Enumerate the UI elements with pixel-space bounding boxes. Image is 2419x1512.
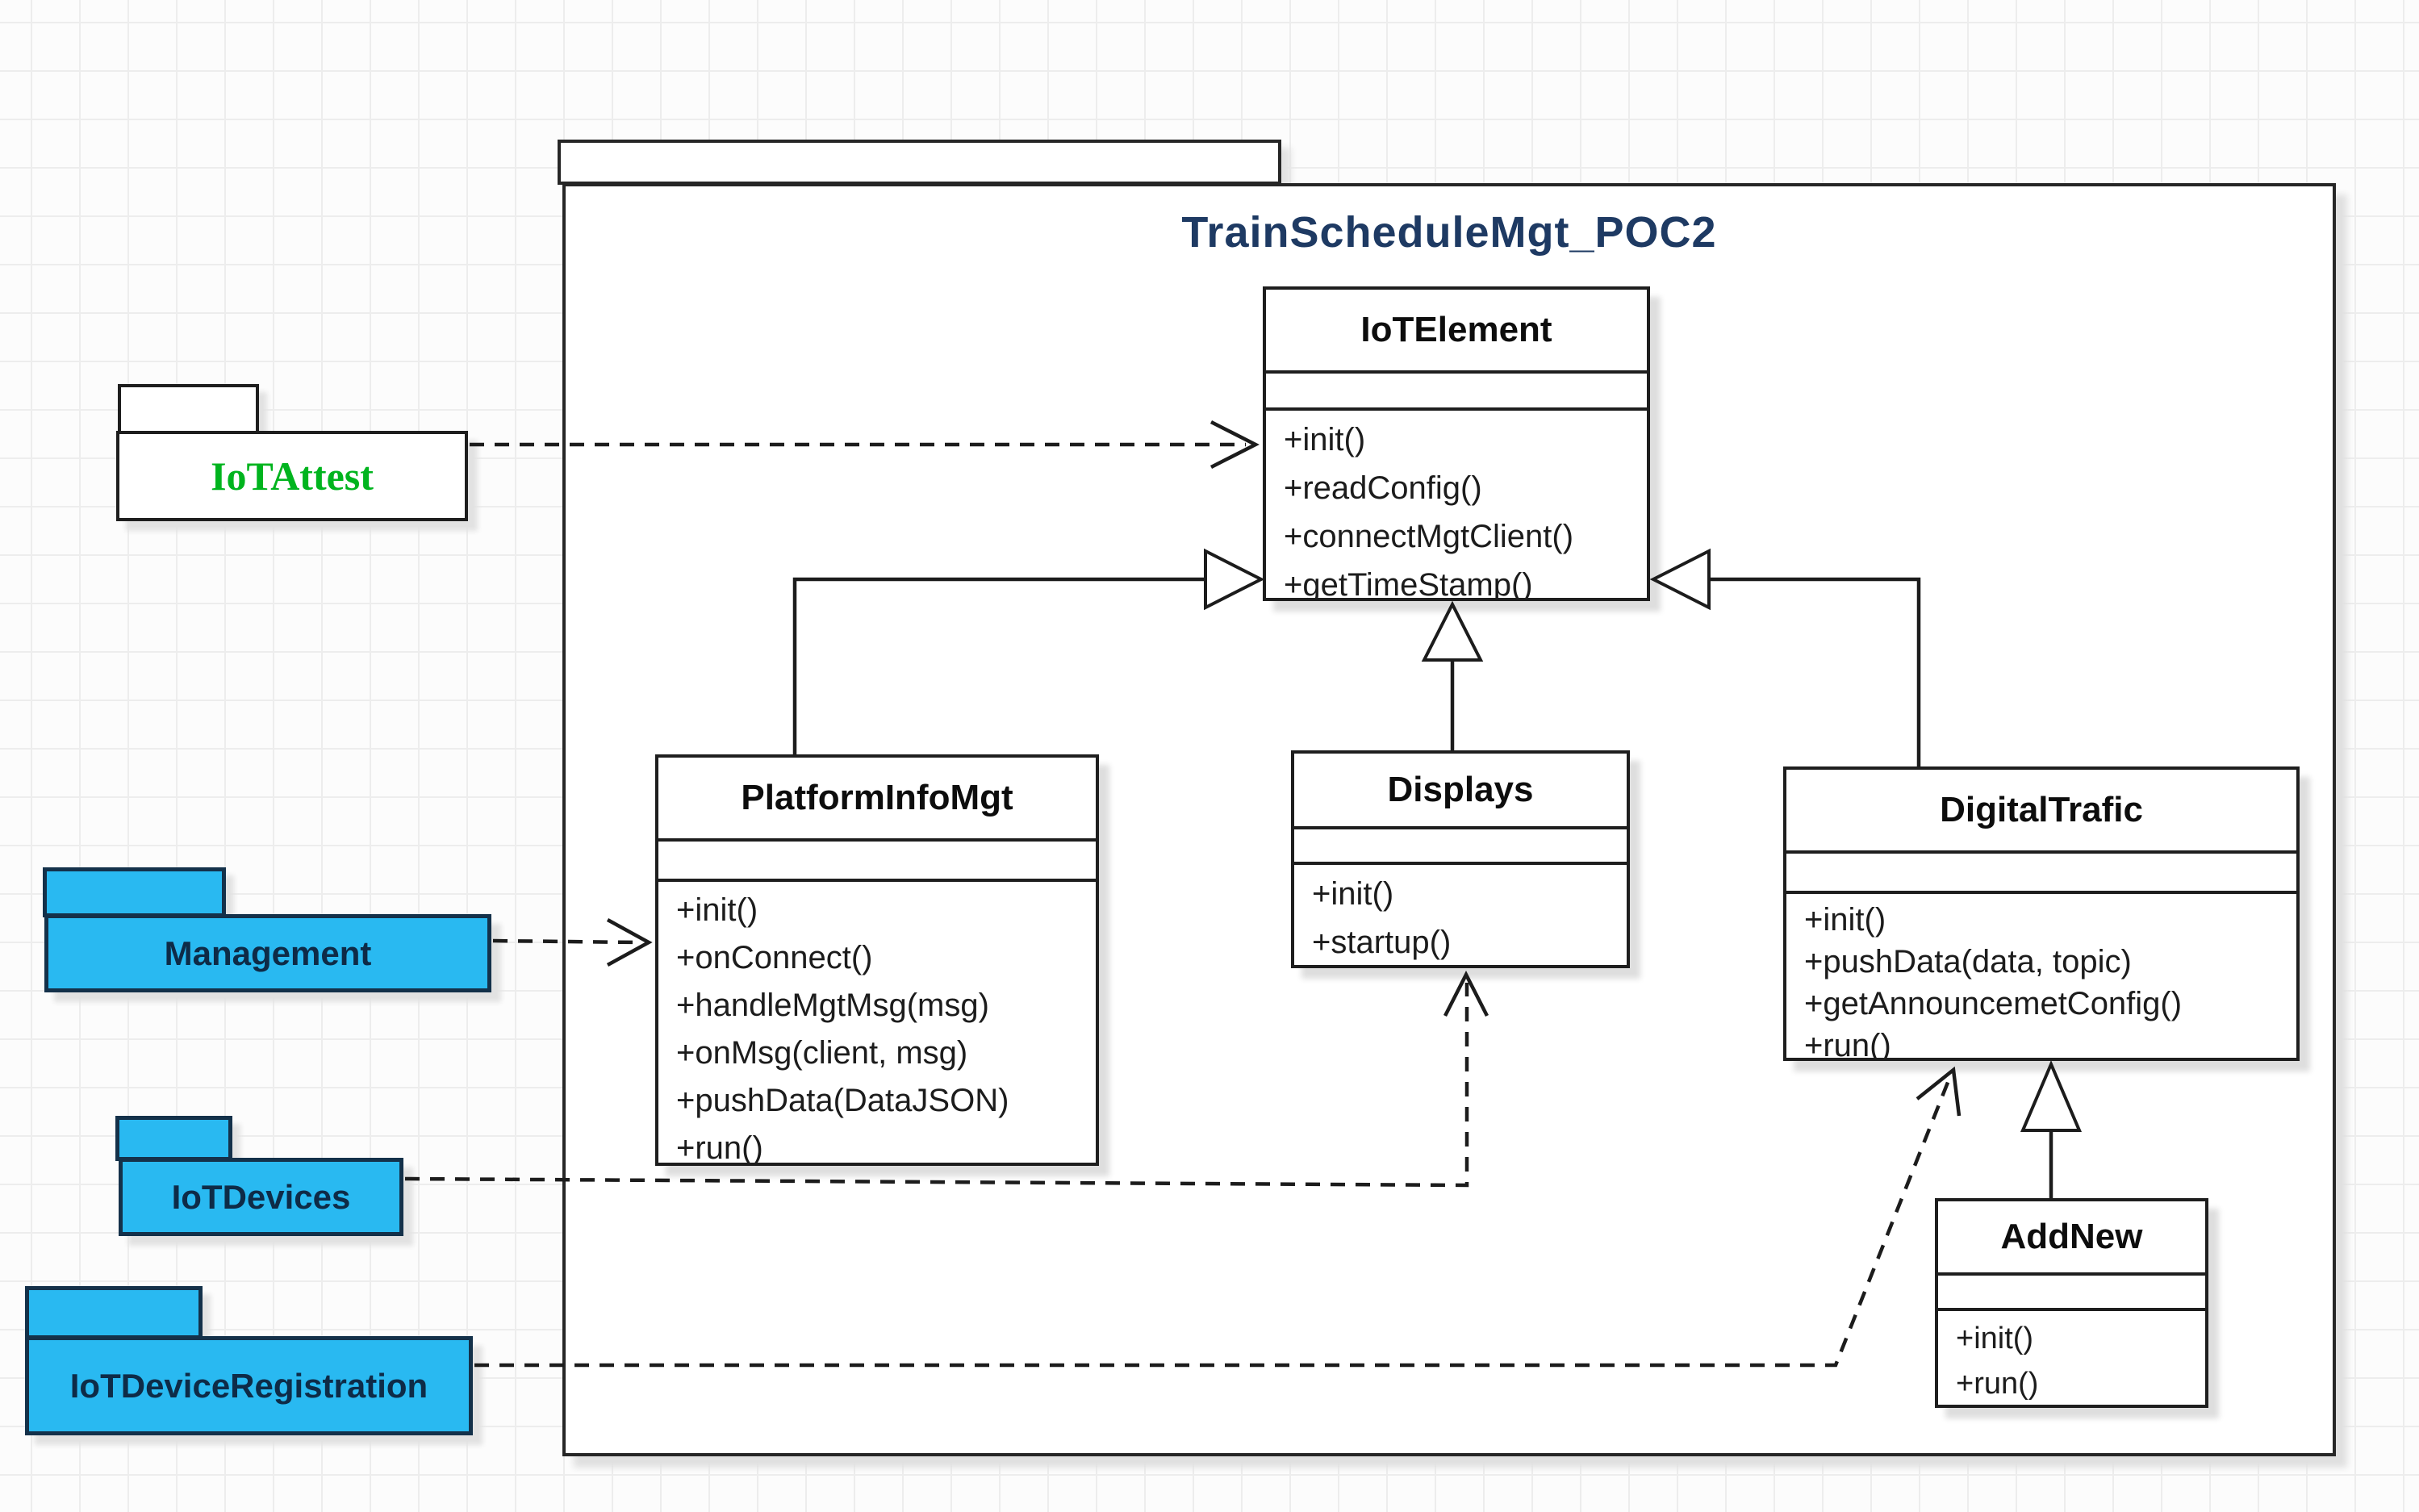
method: +readConfig() bbox=[1284, 470, 1482, 506]
class-title: PlatformInfoMgt bbox=[658, 758, 1096, 842]
method: +run() bbox=[1804, 1028, 1891, 1058]
package-label: IoTDevices bbox=[171, 1177, 351, 1216]
package-tab[interactable] bbox=[25, 1286, 203, 1339]
class-addnew[interactable]: AddNew +init() +run() bbox=[1935, 1198, 2208, 1408]
package-tab[interactable] bbox=[43, 867, 226, 917]
method: +run() bbox=[676, 1130, 763, 1163]
method: +init() bbox=[1284, 422, 1366, 457]
class-digitaltrafic[interactable]: DigitalTrafic +init() +pushData(data, to… bbox=[1783, 766, 2300, 1061]
class-title: AddNew bbox=[1938, 1201, 2205, 1276]
method: +getTimeStamp() bbox=[1284, 567, 1533, 598]
frame-title: TrainScheduleMgt_POC2 bbox=[1181, 208, 1717, 257]
class-title: DigitalTrafic bbox=[1786, 770, 2296, 854]
package-body[interactable]: IoTAttest bbox=[116, 431, 468, 521]
frame-tab[interactable] bbox=[558, 140, 1281, 185]
class-attributes-empty bbox=[1294, 829, 1627, 865]
package-tab[interactable] bbox=[115, 1116, 232, 1161]
method: +init() bbox=[1956, 1322, 2034, 1355]
class-attributes-empty bbox=[1938, 1276, 2205, 1311]
method: +init() bbox=[1312, 876, 1394, 912]
class-attributes-empty bbox=[1266, 374, 1647, 411]
class-displays[interactable]: Displays +init() +startup() bbox=[1291, 750, 1630, 968]
class-iotelement[interactable]: IoTElement +init() +readConfig() +connec… bbox=[1263, 286, 1650, 601]
method: +onMsg(client, msg) bbox=[676, 1035, 968, 1071]
method: +onConnect() bbox=[676, 940, 873, 975]
package-label: Management bbox=[164, 934, 372, 972]
class-platforminfomgt[interactable]: PlatformInfoMgt +init() +onConnect() +ha… bbox=[655, 754, 1099, 1166]
package-tab[interactable] bbox=[118, 384, 259, 434]
class-attributes-empty bbox=[1786, 854, 2296, 894]
method: +pushData(data, topic) bbox=[1804, 944, 2132, 979]
class-method-list: +init() +startup() bbox=[1294, 865, 1627, 965]
package-label: IoTAttest bbox=[211, 453, 374, 499]
package-label: IoTDeviceRegistration bbox=[69, 1366, 428, 1405]
method: +init() bbox=[676, 892, 758, 928]
method: +run() bbox=[1956, 1367, 2039, 1401]
method: +getAnnouncemetConfig() bbox=[1804, 986, 2183, 1021]
package-body[interactable]: Management bbox=[44, 914, 491, 992]
package-body[interactable]: IoTDevices bbox=[119, 1158, 403, 1236]
method: +connectMgtClient() bbox=[1284, 519, 1574, 554]
class-method-list: +init() +pushData(data, topic) +getAnnou… bbox=[1786, 894, 2296, 1058]
class-method-list: +init() +run() bbox=[1938, 1311, 2205, 1405]
method: +pushData(DataJSON) bbox=[676, 1083, 1009, 1118]
method: +handleMgtMsg(msg) bbox=[676, 988, 989, 1023]
method: +startup() bbox=[1312, 925, 1452, 960]
class-title: IoTElement bbox=[1266, 290, 1647, 374]
class-method-list: +init() +onConnect() +handleMgtMsg(msg) … bbox=[658, 882, 1096, 1163]
method: +init() bbox=[1804, 902, 1886, 938]
class-method-list: +init() +readConfig() +connectMgtClient(… bbox=[1266, 411, 1647, 598]
class-attributes-empty bbox=[658, 842, 1096, 882]
package-body[interactable]: IoTDeviceRegistration bbox=[25, 1336, 473, 1435]
class-title: Displays bbox=[1294, 754, 1627, 829]
